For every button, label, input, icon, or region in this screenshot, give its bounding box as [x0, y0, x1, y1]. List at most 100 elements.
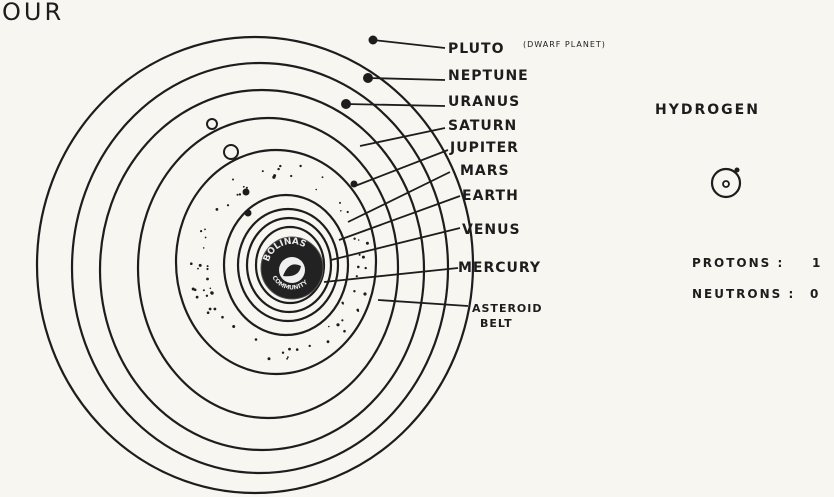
- planet-mars: [244, 190, 249, 195]
- label-earth: EARTH: [462, 188, 519, 204]
- asteroid-dot: [296, 348, 299, 351]
- label-mercury: MERCURY: [458, 260, 541, 276]
- asteroid-dot: [190, 262, 193, 265]
- asteroid-dot: [207, 311, 210, 314]
- asteroid-dot: [205, 237, 207, 239]
- hydrogen-panel: HYDROGEN PROTONS : 1 NEUTRONS : 0: [655, 102, 822, 301]
- asteroid-dot: [207, 265, 209, 267]
- asteroid-dot: [211, 292, 214, 295]
- leader-neptune: [368, 78, 445, 80]
- asteroid-dot: [342, 303, 344, 305]
- asteroid-dot: [221, 316, 224, 319]
- label-mars: MARS: [460, 163, 510, 179]
- asteroid-dot: [206, 295, 208, 297]
- asteroid-dot: [353, 290, 355, 292]
- asteroid-dot: [203, 247, 205, 249]
- sun-logo: BOLINAS COMMUNITY: [261, 237, 323, 299]
- atom-electron: [735, 168, 740, 173]
- asteroid-dot: [357, 266, 360, 269]
- element-name: HYDROGEN: [655, 102, 760, 118]
- asteroid-dot: [359, 254, 361, 256]
- planet-jupiter: [224, 145, 238, 159]
- asteroid-dot: [210, 288, 212, 290]
- asteroid-dot: [209, 308, 212, 311]
- label-venus: VENUS: [462, 222, 521, 238]
- leader-uranus: [346, 104, 445, 106]
- asteroid-dot: [206, 268, 208, 270]
- asteroid-dot: [200, 230, 202, 232]
- asteroid-dot: [358, 239, 360, 241]
- label-pluto-note: (DWARF PLANET): [523, 40, 606, 49]
- asteroid-dot: [357, 310, 359, 312]
- page-title: OUR: [2, 0, 64, 26]
- planet-venus: [246, 211, 251, 216]
- asteroid-dot: [286, 358, 288, 360]
- asteroid-dot: [340, 210, 342, 212]
- label-saturn: SATURN: [448, 118, 517, 134]
- protons-value: 1: [812, 256, 822, 270]
- asteroid-dot: [214, 308, 217, 311]
- asteroid-dot: [273, 174, 276, 177]
- label-jupiter: JUPITER: [449, 140, 519, 156]
- leader-lines: [324, 40, 468, 306]
- neutrons-label: NEUTRONS :: [692, 287, 795, 301]
- asteroid-dot: [196, 296, 199, 299]
- asteroid-dot: [290, 175, 292, 177]
- asteroid-dot: [356, 275, 358, 277]
- asteroid-dot: [262, 170, 264, 172]
- asteroid-dot: [232, 325, 235, 328]
- asteroid-dot: [341, 319, 343, 321]
- asteroid-dot: [288, 348, 291, 351]
- asteroid-dot: [255, 338, 258, 341]
- asteroid-dot: [327, 340, 330, 343]
- atom-nucleus: [723, 181, 729, 187]
- asteroid-dot: [268, 357, 271, 360]
- asteroid-dot: [299, 165, 301, 167]
- leader-mars: [348, 172, 450, 222]
- asteroid-dot: [203, 289, 205, 291]
- asteroid-dot: [309, 345, 311, 347]
- label-pluto: PLUTO: [448, 41, 505, 57]
- asteroid-dot: [363, 292, 366, 295]
- planet-saturn: [207, 119, 217, 129]
- asteroid-dot: [328, 326, 330, 328]
- asteroid-dot: [279, 165, 281, 167]
- protons-label: PROTONS :: [692, 256, 784, 270]
- orbit-neptune: [72, 63, 448, 473]
- asteroid-dot: [206, 278, 209, 281]
- label-neptune: NEPTUNE: [448, 68, 529, 84]
- asteroid-dot: [232, 179, 234, 181]
- asteroid-dot: [339, 202, 341, 204]
- asteroid-dot: [363, 257, 365, 259]
- asteroid-dot: [227, 204, 229, 206]
- leader-pluto: [373, 40, 445, 48]
- asteroid-dot: [336, 323, 339, 326]
- asteroid-dot: [216, 208, 219, 211]
- label-uranus: URANUS: [448, 94, 520, 110]
- asteroid-dot: [282, 352, 284, 354]
- asteroid-dot: [322, 176, 324, 178]
- label-belt: BELT: [480, 317, 513, 330]
- label-asteroid: ASTEROID: [472, 302, 543, 315]
- asteroid-dot: [239, 193, 241, 195]
- asteroid-dot: [192, 288, 195, 291]
- asteroid-dot: [243, 186, 245, 188]
- neutrons-value: 0: [810, 287, 820, 301]
- atom-electron-orbit: [712, 169, 740, 197]
- asteroid-dot: [343, 330, 346, 333]
- leader-saturn: [360, 128, 445, 146]
- asteroid-dot: [197, 268, 199, 270]
- asteroid-dot: [353, 238, 355, 240]
- asteroid-dot: [199, 264, 202, 267]
- asteroid-dot: [246, 187, 248, 189]
- asteroid-dot: [366, 242, 369, 245]
- leader-mercury: [324, 268, 458, 282]
- asteroid-dot: [204, 229, 206, 231]
- asteroid-dot: [277, 168, 279, 170]
- asteroid-dot: [347, 211, 349, 213]
- leader-asteroid-belt: [378, 300, 468, 306]
- asteroid-dot: [315, 189, 317, 191]
- asteroid-dot: [237, 194, 239, 196]
- asteroid-dot: [287, 356, 289, 358]
